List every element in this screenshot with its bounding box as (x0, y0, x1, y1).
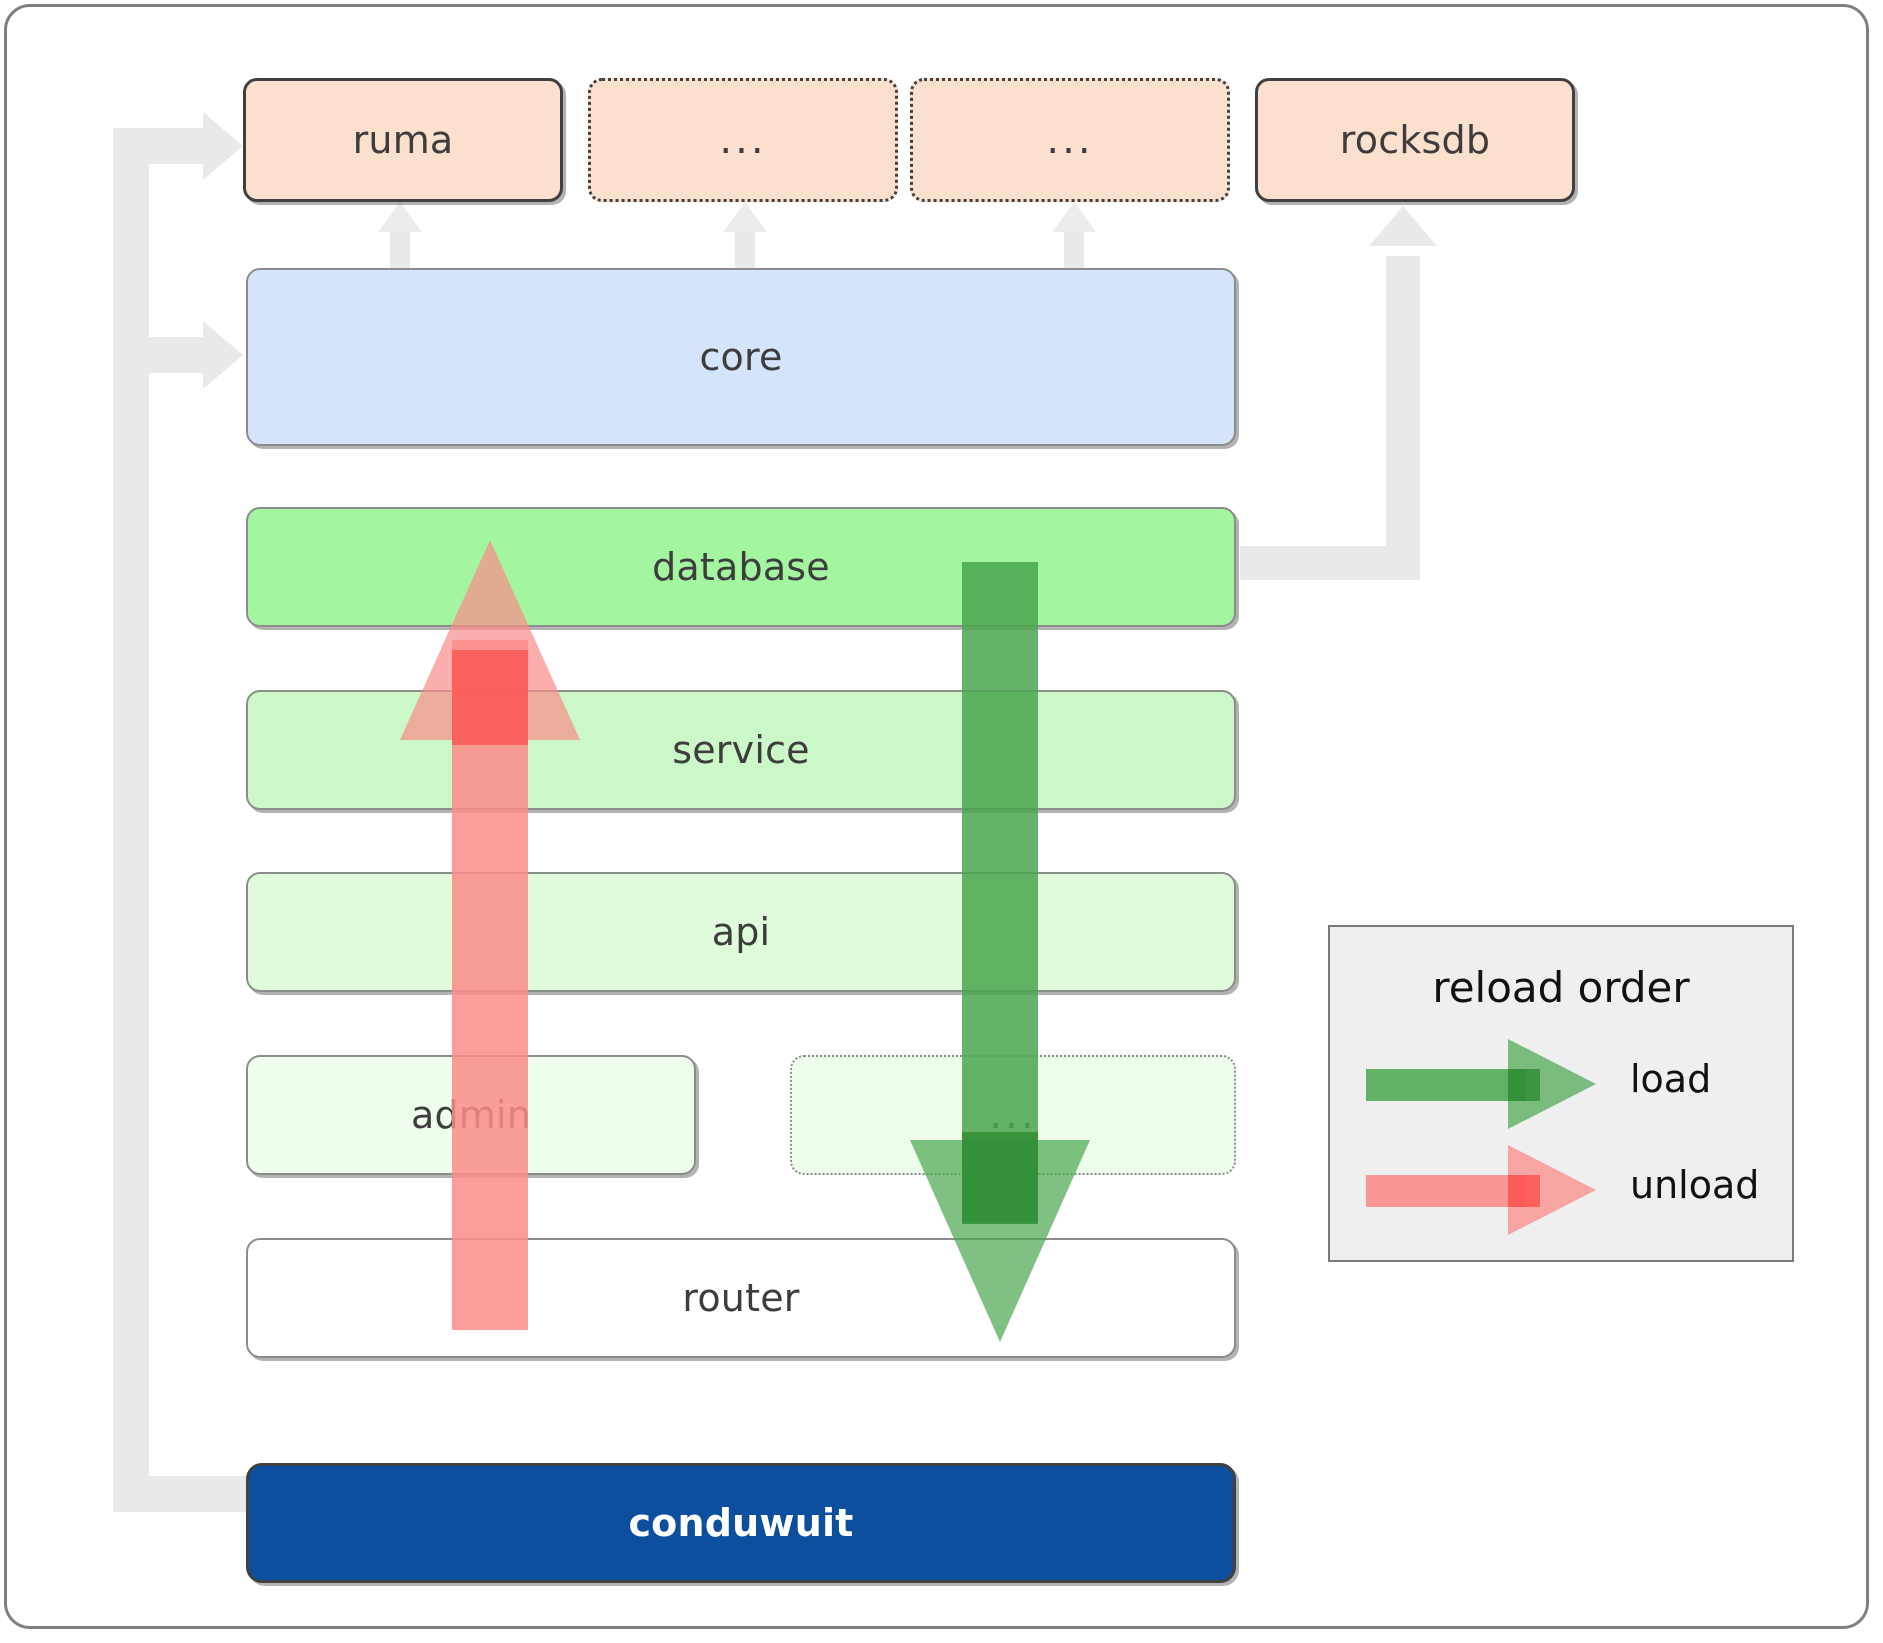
connector-arrowhead-rocksdb (1369, 206, 1437, 246)
node-service-label: service (672, 728, 810, 772)
node-layer-ellipsis-label: ... (989, 1092, 1037, 1138)
connector-arrowhead-ruma (203, 112, 243, 180)
connector-to-conduwuit (113, 1476, 248, 1512)
node-database-label: database (652, 545, 830, 589)
connector-branch-ruma (113, 128, 203, 164)
legend-load-label: load (1630, 1057, 1712, 1101)
node-service[interactable]: service (246, 690, 1236, 810)
diagram-frame (4, 4, 1869, 1629)
connector-arrowhead-core-dep1 (723, 202, 767, 232)
node-api[interactable]: api (246, 872, 1236, 992)
node-dep-ellipsis-2[interactable]: ... (910, 78, 1230, 202)
node-conduwuit-label: conduwuit (628, 1501, 854, 1545)
node-admin-label: admin (410, 1093, 532, 1137)
node-rocksdb[interactable]: rocksdb (1255, 78, 1575, 202)
node-admin[interactable]: admin (246, 1055, 696, 1175)
node-dep-ellipsis-1-label: ... (719, 117, 767, 163)
legend-title: reload order (1432, 963, 1690, 1012)
connector-core-ruma-stem (390, 230, 410, 272)
node-core-label: core (699, 335, 783, 379)
legend-panel: reload order load unload (1328, 925, 1794, 1262)
node-conduwuit[interactable]: conduwuit (246, 1463, 1236, 1583)
connector-database-rocksdb-vertical (1386, 256, 1420, 556)
connector-core-dep1-stem (735, 230, 755, 272)
legend-unload-arrow (1366, 1145, 1596, 1235)
connector-core-dep2-stem (1064, 230, 1084, 272)
connector-arrowhead-core-dep2 (1052, 202, 1096, 232)
connector-branch-core (113, 337, 203, 373)
connector-trunk-vertical (113, 128, 149, 1512)
node-router-label: router (682, 1276, 800, 1320)
node-dep-ellipsis-1[interactable]: ... (588, 78, 898, 202)
node-api-label: api (711, 910, 771, 954)
node-dep-ellipsis-2-label: ... (1046, 117, 1094, 163)
node-rocksdb-label: rocksdb (1339, 118, 1491, 162)
legend-unload-label: unload (1630, 1163, 1760, 1207)
connector-arrowhead-core (203, 321, 243, 389)
node-ruma-label: ruma (352, 118, 454, 162)
legend-load-arrow (1366, 1039, 1596, 1129)
connector-arrowhead-core-ruma (378, 202, 422, 232)
node-layer-ellipsis[interactable]: ... (790, 1055, 1236, 1175)
node-database[interactable]: database (246, 507, 1236, 627)
node-ruma[interactable]: ruma (243, 78, 563, 202)
node-core[interactable]: core (246, 268, 1236, 446)
node-router[interactable]: router (246, 1238, 1236, 1358)
